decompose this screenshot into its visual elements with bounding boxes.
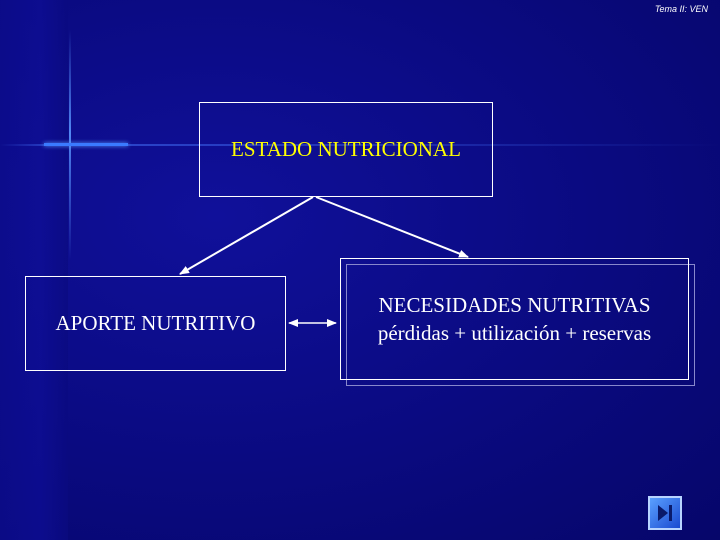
skip-to-end-icon [658, 505, 672, 521]
necesidades-title: NECESIDADES NUTRITIVAS [378, 293, 651, 317]
arrow-to-left-box [179, 196, 314, 275]
aporte-nutritivo-box: APORTE NUTRITIVO [25, 276, 286, 371]
estado-nutricional-label: ESTADO NUTRICIONAL [231, 137, 461, 161]
arrow-to-right-box [315, 196, 469, 258]
necesidades-nutritivas-box: NECESIDADES NUTRITIVAS pérdidas + utiliz… [340, 258, 689, 380]
necesidades-box-shadow [346, 264, 695, 386]
skip-to-end-button[interactable] [648, 496, 682, 530]
aporte-nutritivo-label: APORTE NUTRITIVO [55, 311, 256, 335]
estado-nutricional-box: ESTADO NUTRICIONAL [199, 102, 493, 197]
necesidades-subtitle: pérdidas + utilización + reservas [377, 321, 652, 345]
left-band-decoration [0, 0, 68, 540]
horizontal-accent-line [44, 143, 128, 146]
slide-header-tag: Tema II: VEN [654, 4, 708, 14]
horizontal-glow-line [0, 144, 720, 146]
